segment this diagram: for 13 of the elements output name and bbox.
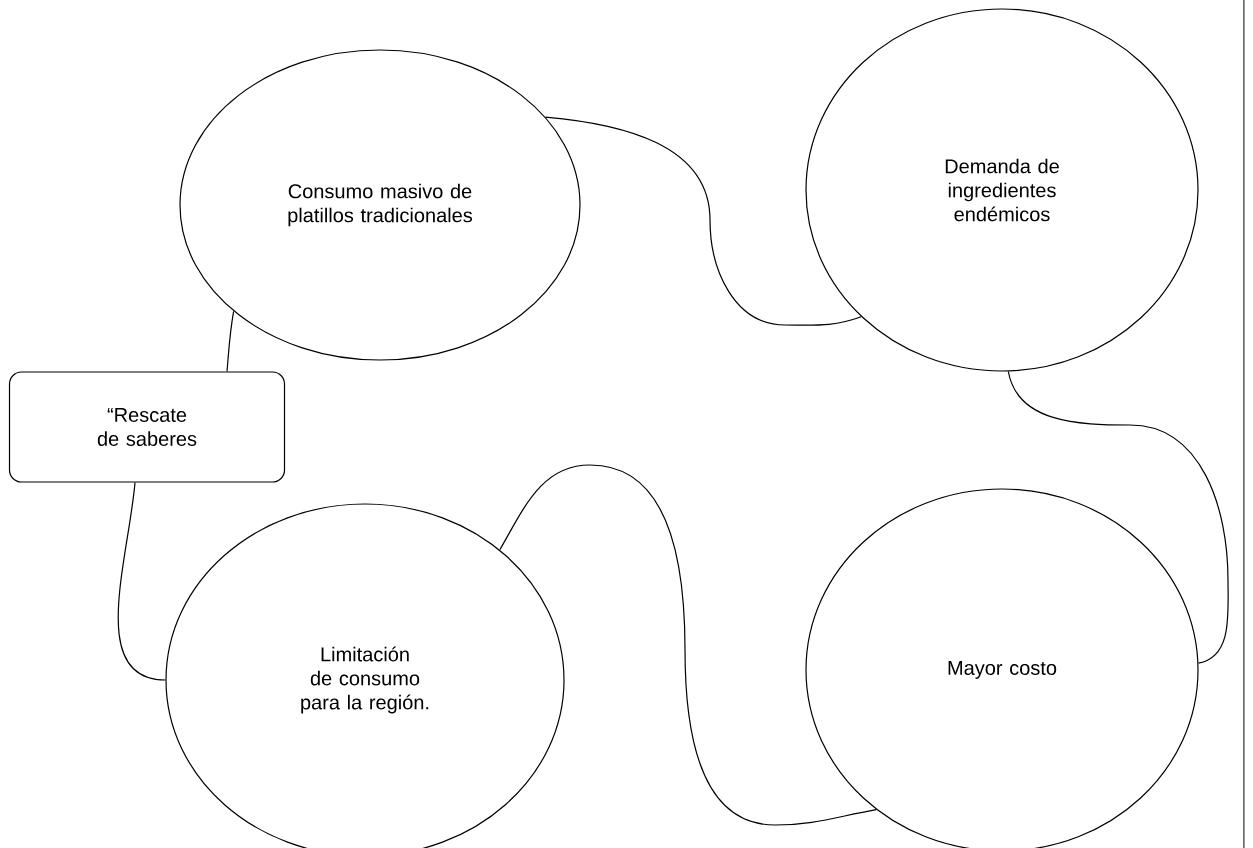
node-text: Mayor costo (948, 661, 1057, 679)
node-text: Demanda de ingredientes endémicos (945, 158, 1059, 222)
ellipse-node (805, 8, 1199, 372)
node-text: Consumo masivo de platillos tradicionales (288, 183, 473, 227)
rounded-box (8, 371, 286, 483)
connector-line (117, 482, 166, 681)
node-text: “Rescate de saberes (97, 408, 197, 446)
connector-line (499, 464, 877, 826)
connector-line (1007, 370, 1229, 664)
connector-line (226, 310, 235, 372)
ellipse-node (179, 49, 581, 361)
connector-line (544, 116, 862, 326)
node-text: Limitación de consumo para la región. (301, 646, 429, 714)
